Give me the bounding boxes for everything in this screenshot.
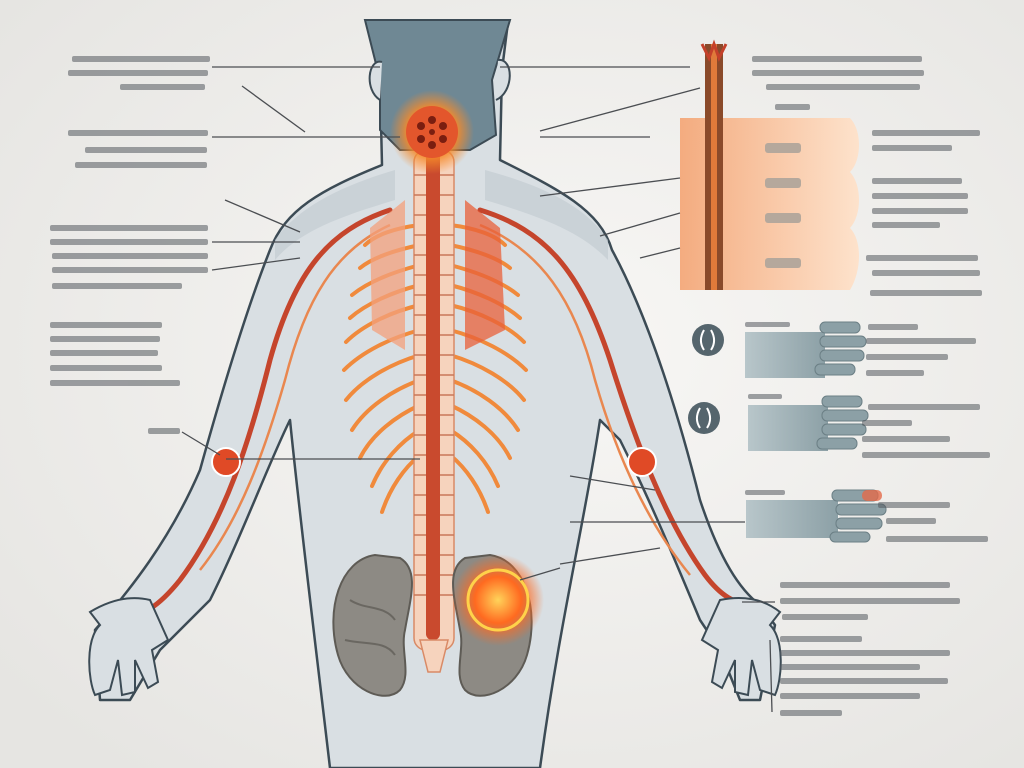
muscle-right <box>465 200 505 350</box>
muscle-left <box>370 200 405 350</box>
elbow-joint-right <box>627 447 657 477</box>
neck-nerve-dots <box>417 116 447 149</box>
segment-cord-core <box>711 44 717 290</box>
hand-left <box>88 597 170 697</box>
pulse-icon-1 <box>692 324 724 356</box>
hand-icon-3 <box>746 489 887 543</box>
segment-disc-2 <box>765 178 801 188</box>
nerve-left-arm-2 <box>199 223 391 571</box>
kidney-left-detail <box>344 599 396 656</box>
coccyx <box>419 639 449 673</box>
nerve-right-arm <box>477 207 758 608</box>
human-figure <box>88 19 782 768</box>
segment-disc-1 <box>765 143 801 153</box>
ear-left <box>368 60 383 101</box>
hand-right <box>700 597 782 697</box>
kidney-glow-ring <box>466 568 530 632</box>
segment-vertebrae-block <box>680 118 859 290</box>
kidney-glow <box>452 554 544 646</box>
kidney-left <box>332 553 413 697</box>
segment-disc-4 <box>765 258 801 268</box>
segment-disc-3 <box>765 213 801 223</box>
pointer-lines <box>181 66 775 713</box>
segment-cord-tip <box>700 39 728 62</box>
pulse-icon-2 <box>688 402 720 434</box>
shoulder-left <box>275 170 395 260</box>
label-placeholders-right <box>745 56 990 716</box>
nerve-right-arm-2 <box>479 223 691 576</box>
hand-icon-2 <box>748 395 869 451</box>
nerve-left-arm <box>117 207 393 619</box>
spine-segment-icon <box>680 39 859 290</box>
hand-icon-1 <box>745 321 867 378</box>
spinal-cord <box>426 150 440 640</box>
ear-right <box>495 59 511 101</box>
shoulder-right <box>485 170 608 260</box>
label-placeholders-left <box>50 56 210 434</box>
